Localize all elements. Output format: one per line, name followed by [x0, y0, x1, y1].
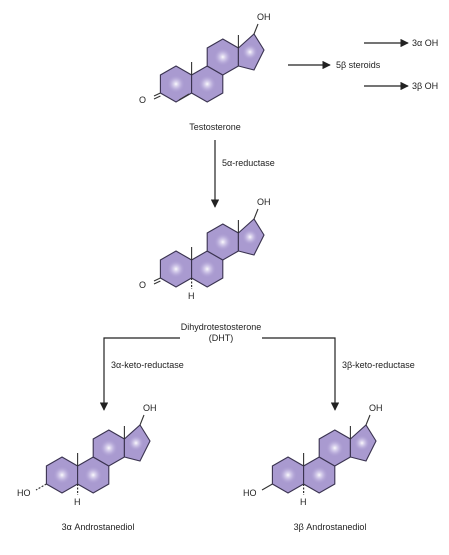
- andro-3beta-oh17: OH: [369, 403, 383, 413]
- dht-o-label: O: [139, 280, 146, 290]
- label-3beta-keto-reductase: 3β-keto-reductase: [342, 360, 415, 370]
- dht-oh-label: OH: [257, 197, 271, 207]
- testosterone-structure: OH O: [139, 12, 271, 105]
- dht-h-label: H: [188, 291, 195, 301]
- andro-3beta-ho3: HO: [243, 488, 257, 498]
- andro-3alpha-structure: OH HO H: [17, 403, 157, 507]
- label-5beta-steroids: 5β steroids: [336, 60, 381, 70]
- testosterone-oh-label: OH: [257, 12, 271, 22]
- dht-label: Dihydrotestosterone: [181, 322, 262, 332]
- testosterone-o-label: O: [139, 95, 146, 105]
- andro-3alpha-oh17: OH: [143, 403, 157, 413]
- dht-structure: OH O H: [139, 197, 271, 301]
- andro-3alpha-h: H: [74, 497, 81, 507]
- label-3alpha-oh: 3α OH: [412, 38, 438, 48]
- andro-3beta-structure: OH HO H: [243, 403, 383, 507]
- label-5alpha-reductase: 5α-reductase: [222, 158, 275, 168]
- label-3beta-oh: 3β OH: [412, 81, 438, 91]
- arrow-3alpha-keto-reductase: [99, 337, 180, 411]
- testosterone-label: Testosterone: [189, 122, 241, 132]
- dht-abbr: (DHT): [209, 333, 234, 343]
- andro-3alpha-label: 3α Androstanediol: [62, 522, 135, 532]
- andro-3alpha-ho3: HO: [17, 488, 31, 498]
- andro-3beta-h: H: [300, 497, 307, 507]
- andro-3beta-label: 3β Androstanediol: [294, 522, 367, 532]
- arrow-3beta-keto-reductase: [262, 337, 340, 411]
- label-3alpha-keto-reductase: 3α-keto-reductase: [111, 360, 184, 370]
